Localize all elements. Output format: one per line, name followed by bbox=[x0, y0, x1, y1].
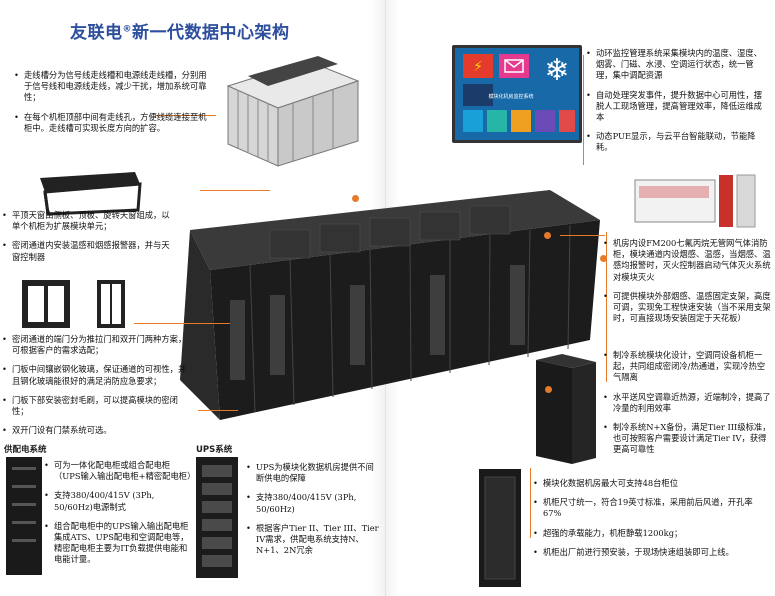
connector-line bbox=[134, 323, 230, 324]
monitoring-screen: ⚡ ❄ 模块化机房监控系统 bbox=[452, 45, 582, 143]
ups-description: UPS为模块化数据机房提供不间断供电的保障 支持380/400/415V (3P… bbox=[246, 462, 381, 564]
connector-line bbox=[530, 468, 531, 538]
fire-suppression-illustration bbox=[634, 174, 756, 228]
fire-suppression-description: 机房内设FM200七氟丙烷无管网气体消防柜，模块通道内设烟感、温感，当烟感、温感… bbox=[603, 238, 773, 332]
cable-tray-point: 走线槽分为信号线走线槽和电源线走线槽，分别用于信号线和电源线走线，减少干扰，增加… bbox=[14, 70, 214, 104]
svg-text:❄: ❄ bbox=[544, 53, 569, 88]
connector-line bbox=[583, 55, 584, 165]
ups-section-label: UPS系统 bbox=[196, 445, 233, 455]
end-door-point: 双开门设有门禁系统可选。 bbox=[2, 425, 187, 436]
modular-datacenter-render bbox=[180, 190, 600, 420]
connector-line bbox=[560, 235, 605, 236]
server-rack-cabinet bbox=[479, 469, 521, 587]
title-registered: ® bbox=[122, 24, 132, 35]
top-window-point: 平顶天窗由侧板、顶板、旋转天窗组成，以单个机柜为扩展模块单元； bbox=[2, 210, 172, 232]
cable-tray-point: 在每个机柜顶部中间有走线孔，方便线缆连接至机柜中。走线槽可实现长度方向的扩容。 bbox=[14, 112, 214, 134]
connector-dot bbox=[544, 232, 551, 239]
cable-tray-illustration bbox=[226, 56, 360, 167]
double-door-illustration bbox=[97, 280, 125, 328]
fire-suppression-point: 机房内设FM200七氟丙烷无管网气体消防柜，模块通道内设烟感、温感，当烟感、温感… bbox=[603, 238, 773, 283]
monitoring-screen-ui: ⚡ ❄ 模块化机房监控系统 bbox=[463, 53, 575, 132]
monitoring-point: 自动处理突发事件，提升数据中心可用性，摆脱人工现场管理，提高管理效率，降低运维成… bbox=[586, 90, 770, 124]
monitoring-point: 动态PUE显示，与云平台智能联动，节能降耗。 bbox=[586, 131, 770, 153]
monitoring-point: 动环监控管理系统采集模块内的温度、湿度、烟雾、门磁、水浸、空调运行状态，统一管理… bbox=[586, 48, 770, 82]
rack-point: 模块化数据机房最大可支持48台柜位 bbox=[533, 478, 769, 489]
pdu-point: 可为一体化配电柜或组合配电柜（UPS输入输出配电柜+精密配电柜） bbox=[44, 460, 195, 482]
connector-line bbox=[198, 410, 238, 411]
connector-line bbox=[200, 190, 270, 191]
sliding-door-illustration bbox=[22, 280, 70, 328]
title-brand: 友联电 bbox=[70, 23, 123, 43]
rack-point: 机柜尺寸统一，符合19英寸标准，采用前后风道，开孔率67% bbox=[533, 497, 769, 519]
svg-text:⚡: ⚡ bbox=[473, 59, 483, 75]
ups-point: UPS为模块化数据机房提供不间断供电的保障 bbox=[246, 462, 381, 484]
cooling-point: 水平送风空调靠近热源，近端制冷，提高了冷量的利用效率 bbox=[603, 392, 773, 414]
pdu-description: 可为一体化配电柜或组合配电柜（UPS输入输出配电柜+精密配电柜） 支持380/4… bbox=[44, 460, 195, 574]
top-window-point: 密闭通道内安装温感和烟感报警器，并与天窗控制器 bbox=[2, 240, 172, 262]
rack-point: 机柜出厂前进行预安装，于现场快速组装即可上线。 bbox=[533, 547, 769, 558]
pdu-point: 组合配电柜中的UPS输入输出配电柜集成ATS、UPS配电和空调配电等，精密配电柜… bbox=[44, 521, 192, 566]
top-window-description: 平顶天窗由侧板、顶板、旋转天窗组成，以单个机柜为扩展模块单元； 密闭通道内安装温… bbox=[2, 210, 172, 271]
pdu-section-label: 供配电系统 bbox=[4, 445, 47, 455]
in-row-cooling-unit bbox=[536, 354, 596, 464]
pdu-point: 支持380/400/415V (3Ph, 50/60Hz)电源制式 bbox=[44, 490, 192, 512]
fire-suppression-point: 可提供模块外部烟感、温感固定支架，高度可调，实现免工程快速安装（当不采用支架时，… bbox=[603, 291, 773, 325]
cable-tray-description: 走线槽分为信号线走线槽和电源线走线槽，分别用于信号线和电源线走线，减少干扰，增加… bbox=[14, 70, 214, 142]
end-door-point: 密闭通道的端门分为推拉门和双开门两种方案，可根据客户的需求选配； bbox=[2, 334, 187, 356]
ups-cabinet bbox=[196, 457, 238, 578]
monitoring-description: 动环监控管理系统采集模块内的温度、湿度、烟雾、门磁、水浸、空调运行状态，统一管理… bbox=[586, 48, 770, 162]
cooling-point: 制冷系统模块化设计，空调同设备机柜一起，共同组成密闭冷/热通道，实现冷热空气隔离 bbox=[603, 350, 773, 384]
cooling-point: 制冷系统N+X备份，满足Tier III级标准，也可按照客户需要设计满足Tier… bbox=[603, 422, 773, 456]
connector-dot bbox=[545, 386, 552, 393]
cooling-description: 制冷系统模块化设计，空调同设备机柜一起，共同组成密闭冷/热通道，实现冷热空气隔离… bbox=[603, 350, 773, 464]
ups-point: 根据客户Tier II、Tier III、Tier IV需求，供配电系统支持N、… bbox=[246, 523, 381, 557]
rack-description: 模块化数据机房最大可支持48台柜位 机柜尺寸统一，符合19英寸标准，采用前后风道… bbox=[533, 478, 769, 566]
page-title: 友联电®新一代数据中心架构 bbox=[70, 18, 290, 43]
end-door-point: 门板中间镶嵌钢化玻璃，保证通道的可视性，并且钢化玻璃能很好的满足消防应急要求； bbox=[2, 364, 187, 386]
power-distribution-cabinet bbox=[6, 457, 42, 575]
rack-point: 超强的承载能力，机柜静载1200kg； bbox=[533, 528, 769, 539]
end-door-description: 密闭通道的端门分为推拉门和双开门两种方案，可根据客户的需求选配； 门板中间镶嵌钢… bbox=[2, 334, 187, 444]
connector-dot bbox=[352, 195, 359, 202]
title-text: 新一代数据中心架构 bbox=[132, 23, 290, 43]
ups-point: 支持380/400/415V (3Ph, 50/60Hz) bbox=[246, 492, 381, 514]
monitoring-screen-label: 模块化机房监控系统 bbox=[488, 93, 533, 100]
end-door-point: 门板下部安装密封毛刷，可以提高模块的密闭性； bbox=[2, 395, 187, 417]
